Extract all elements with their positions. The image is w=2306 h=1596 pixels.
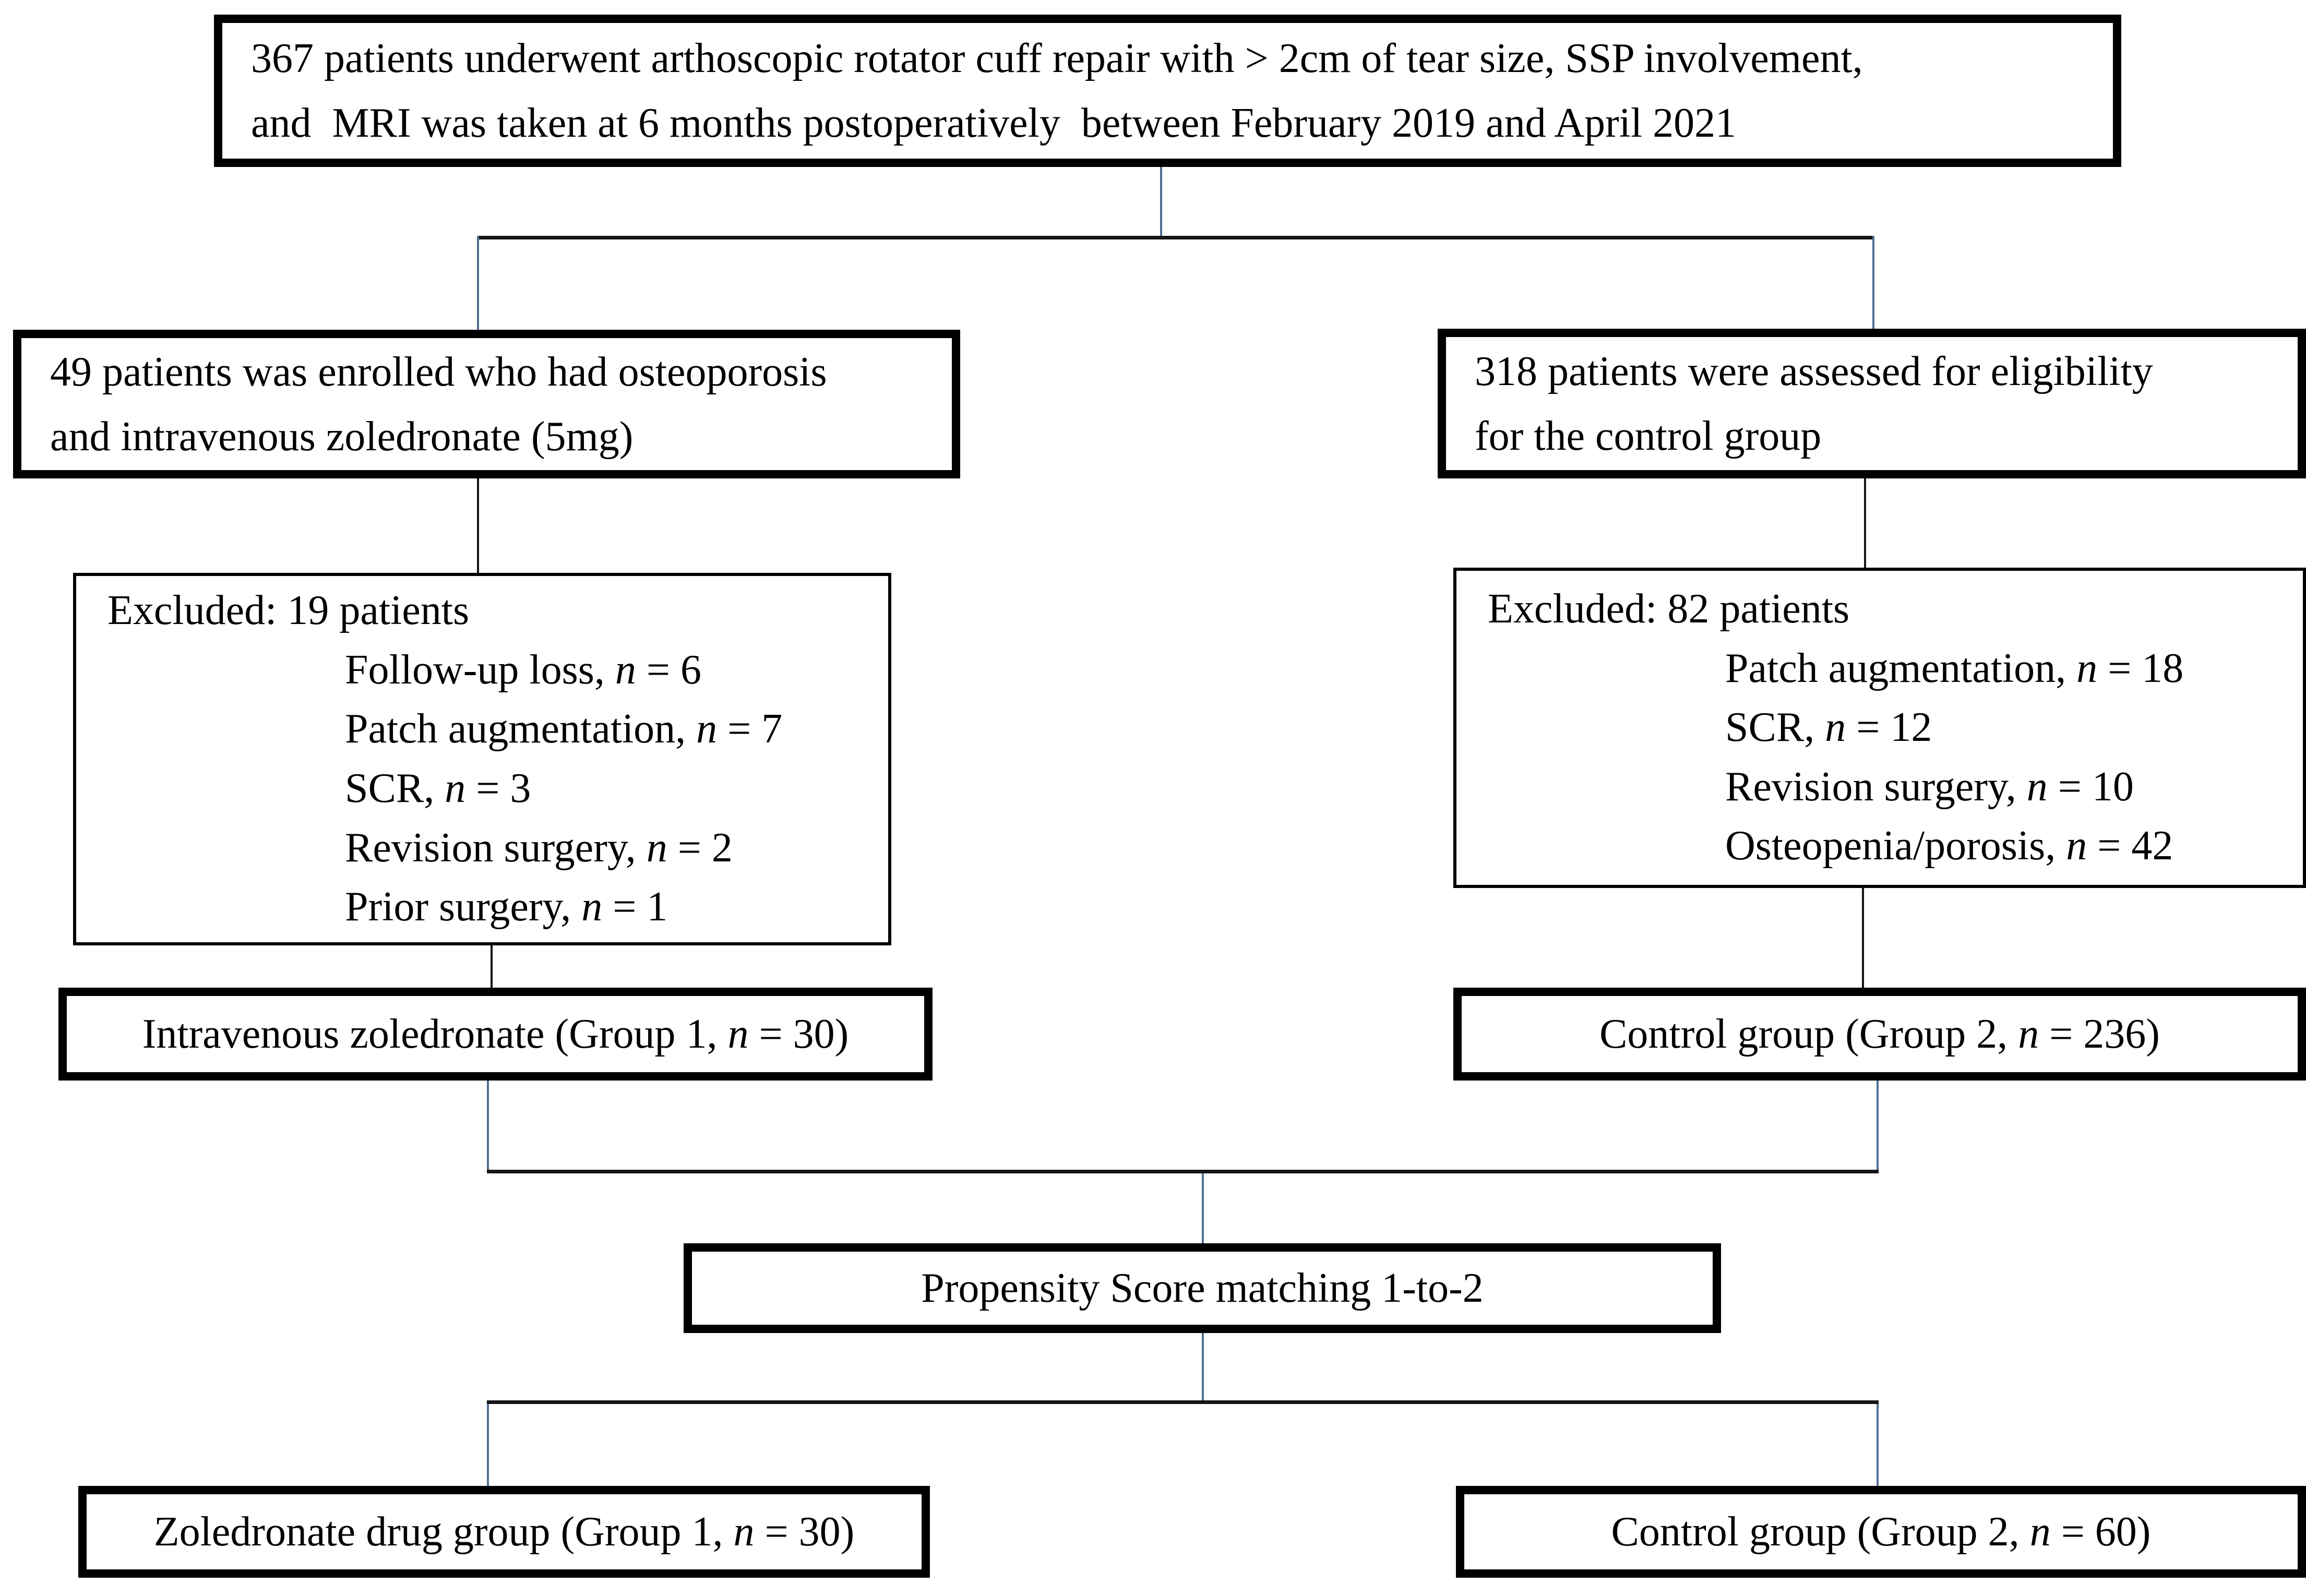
group2-box: Control group (Group 2, n = 236) <box>1453 988 2306 1081</box>
propensity-matching-box: Propensity Score matching 1-to-2 <box>684 1243 1721 1333</box>
connector-enrollright-to-excluded <box>1864 477 1866 569</box>
connector-merge-to-propensity <box>1202 1173 1204 1244</box>
group1-box: Intravenous zoledronate (Group 1, n = 30… <box>58 988 933 1081</box>
group1-text: Intravenous zoledronate (Group 1, n = 30… <box>142 1011 849 1057</box>
propensity-matching-text: Propensity Score matching 1-to-2 <box>921 1265 1484 1311</box>
connector-excludedright-to-group2 <box>1862 887 1864 989</box>
final-zoledronate-text: Zoledronate drug group (Group 1, n = 30) <box>153 1509 855 1555</box>
enrolled-zoledronate-text: 49 patients was enrolled who had osteopo… <box>50 349 827 460</box>
top-eligibility-text: 367 patients underwent arthoscopic rotat… <box>251 35 1863 146</box>
final-control-box: Control group (Group 2, n = 60) <box>1456 1486 2306 1578</box>
connector-enrollleft-to-excluded <box>477 477 479 574</box>
top-eligibility-box: 367 patients underwent arthoscopic rotat… <box>214 15 2121 167</box>
group2-text: Control group (Group 2, n = 236) <box>1599 1011 2160 1057</box>
connector-split-to-final-right <box>1877 1404 1879 1487</box>
connector-group1-to-merge <box>487 1079 489 1172</box>
merge-line <box>487 1170 1879 1173</box>
connector-split-to-enroll-left <box>477 236 479 331</box>
split-line-bottom <box>487 1400 1879 1404</box>
final-control-text: Control group (Group 2, n = 60) <box>1611 1509 2151 1555</box>
connector-split-to-enroll-right <box>1872 236 1874 330</box>
enrolled-zoledronate-box: 49 patients was enrolled who had osteopo… <box>13 330 960 478</box>
assessed-control-text: 318 patients were assessed for eligibili… <box>1475 348 2153 459</box>
connector-propensity-to-split <box>1202 1332 1204 1401</box>
final-zoledronate-box: Zoledronate drug group (Group 1, n = 30) <box>78 1486 930 1578</box>
split-line-top <box>478 236 1874 239</box>
connector-split-to-final-left <box>487 1404 489 1487</box>
connector-group2-to-merge <box>1877 1079 1879 1172</box>
assessed-control-box: 318 patients were assessed for eligibili… <box>1438 329 2306 478</box>
connector-topbox-to-split <box>1160 167 1162 237</box>
connector-excludedleft-to-group1 <box>491 944 493 989</box>
